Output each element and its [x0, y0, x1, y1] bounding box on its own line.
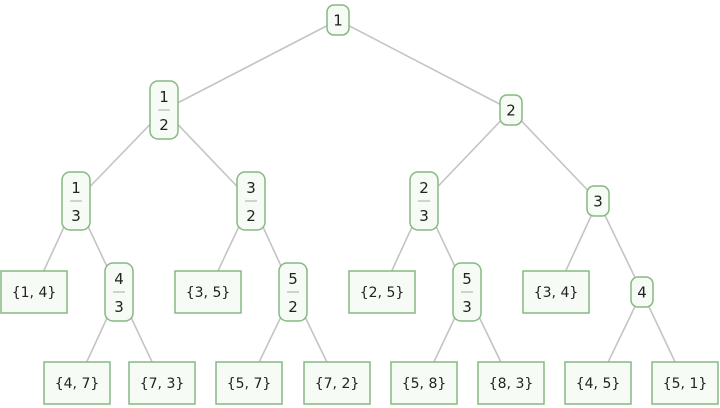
tree-node-l51: {5, 1}	[651, 361, 719, 405]
edge-n2-n3	[510, 109, 599, 202]
leaf-box	[128, 361, 196, 405]
fraction-numerator: 4	[114, 270, 124, 288]
tree-node-l83: {8, 3}	[477, 361, 545, 405]
node-value: 3	[593, 193, 603, 211]
tree-node-l35: {3, 5}	[174, 270, 242, 314]
node-value: 1	[333, 12, 343, 30]
fraction-denominator: 2	[159, 116, 169, 134]
tree-node-n3: 3	[586, 185, 610, 217]
fraction-numerator: 3	[246, 179, 256, 197]
tree-node-n12: 12	[149, 80, 179, 140]
leaf-pair: {3, 5}	[186, 285, 231, 301]
tree-node-l57: {5, 7}	[215, 361, 283, 405]
leaf-box	[651, 361, 719, 405]
leaf-pair: {4, 7}	[55, 376, 100, 392]
leaf-box	[215, 361, 283, 405]
leaf-box	[564, 361, 632, 405]
tree-node-n13: 13	[61, 171, 91, 231]
tree-node-l34: {3, 4}	[522, 270, 590, 314]
tree-node-l25: {2, 5}	[348, 270, 416, 314]
tree-node-l47: {4, 7}	[43, 361, 111, 405]
tree-node-n1: 1	[326, 4, 350, 36]
tree-node-n4: 4	[630, 276, 654, 308]
tree-node-n52: 52	[278, 262, 308, 322]
edge-n1-n2	[337, 19, 512, 111]
node-box	[326, 4, 350, 36]
tree-node-l58: {5, 8}	[390, 361, 458, 405]
leaf-pair: {7, 2}	[315, 376, 360, 392]
leaf-pair: {5, 8}	[402, 376, 447, 392]
node-box	[630, 276, 654, 308]
fraction-denominator: 3	[114, 298, 124, 316]
leaf-pair: {5, 7}	[227, 376, 272, 392]
tree-node-l72: {7, 2}	[303, 361, 371, 405]
tree-node-l45: {4, 5}	[564, 361, 632, 405]
fraction-numerator: 5	[462, 270, 472, 288]
leaf-box	[390, 361, 458, 405]
node-box	[499, 94, 523, 126]
leaf-box	[522, 270, 590, 314]
leaf-box	[43, 361, 111, 405]
tree-node-n43: 43	[104, 262, 134, 322]
fraction-denominator: 2	[246, 207, 256, 225]
tree-node-l73: {7, 3}	[128, 361, 196, 405]
fraction-numerator: 5	[288, 270, 298, 288]
tree-node-n23: 23	[409, 171, 439, 231]
leaf-box	[0, 270, 68, 314]
edge-n1-n12	[163, 19, 339, 111]
fraction-denominator: 3	[71, 207, 81, 225]
node-value: 4	[637, 284, 647, 302]
tree-node-n32: 32	[236, 171, 266, 231]
fraction-numerator: 1	[159, 88, 169, 106]
fraction-denominator: 3	[419, 207, 429, 225]
leaf-pair: {4, 5}	[576, 376, 621, 392]
tree-node-l14: {1, 4}	[0, 270, 68, 314]
tree-node-n2: 2	[499, 94, 523, 126]
leaf-box	[303, 361, 371, 405]
leaf-pair: {3, 4}	[534, 285, 579, 301]
tree-node-n53: 53	[452, 262, 482, 322]
leaf-box	[477, 361, 545, 405]
fraction-denominator: 3	[462, 298, 472, 316]
fraction-numerator: 2	[419, 179, 429, 197]
leaf-box	[174, 270, 242, 314]
fraction-numerator: 1	[71, 179, 81, 197]
node-value: 2	[506, 102, 516, 120]
fraction-denominator: 2	[288, 298, 298, 316]
leaf-pair: {7, 3}	[140, 376, 185, 392]
leaf-pair: {8, 3}	[489, 376, 534, 392]
leaf-box	[348, 270, 416, 314]
leaf-pair: {5, 1}	[663, 376, 708, 392]
leaf-pair: {1, 4}	[12, 285, 57, 301]
leaf-pair: {2, 5}	[360, 285, 405, 301]
node-box	[586, 185, 610, 217]
edge-n3-n4	[597, 200, 643, 293]
